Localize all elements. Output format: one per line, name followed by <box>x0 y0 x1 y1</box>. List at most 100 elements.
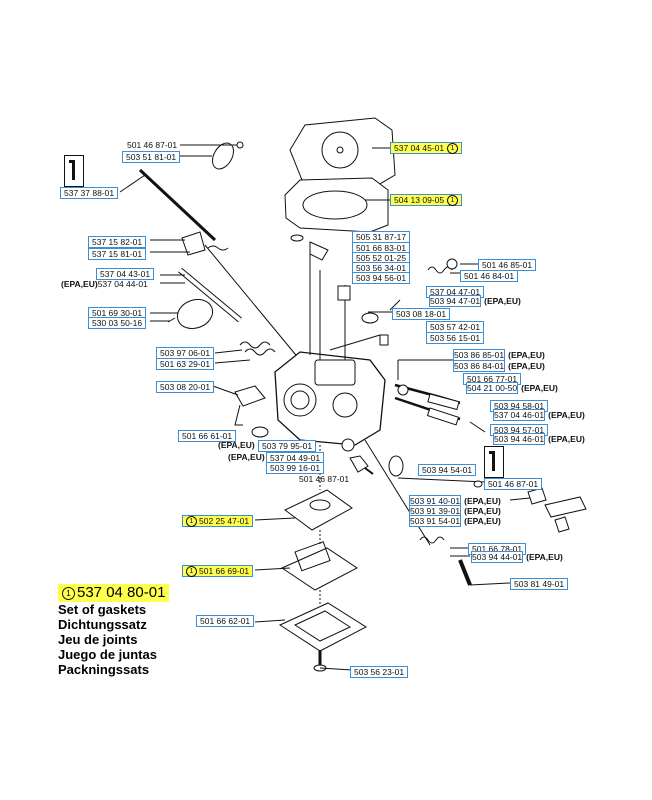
part-number: 501 66 62-01 <box>200 616 251 626</box>
part-number: 503 94 57-01 <box>494 425 545 435</box>
part-number: 537 04 44-01 <box>97 279 148 289</box>
part-label: 530 03 50-16 <box>88 317 147 329</box>
epa-eu-tag: (EPA,EU) <box>548 434 585 444</box>
epa-eu-tag: (EPA,EU) <box>526 552 563 562</box>
epa-eu-tag: (EPA,EU) <box>464 506 501 516</box>
part-label: 503 79 95-01 <box>258 440 317 452</box>
part-number: 501 46 85-01 <box>482 260 533 270</box>
part-label: 503 99 16-01 <box>266 462 325 474</box>
legend-line-en: Set of gaskets <box>58 602 147 617</box>
part-label: 501 46 84-01 <box>460 270 519 282</box>
legend-line-fr: Jeu de joints <box>58 632 138 647</box>
epa-eu-tag: (EPA,EU) <box>464 516 501 526</box>
part-number: 501 66 78-01 <box>472 544 523 554</box>
part-label: 503 57 42-01 <box>426 321 485 333</box>
pump-cover <box>280 547 358 591</box>
part-number: 503 79 95-01 <box>262 441 313 451</box>
part-label: 501 46 87-01 <box>124 140 180 150</box>
legend-kit-number: 537 04 80-01 <box>77 584 166 601</box>
gasket-kit-mark-icon: 1 <box>447 195 459 207</box>
part-number: 504 13 09-05 <box>394 195 445 205</box>
part-number: 501 46 87-01 <box>299 474 350 484</box>
part-label: 501 66 62-01 <box>196 615 255 627</box>
gasket-kit-mark-icon: 1 <box>186 516 197 528</box>
part-number: 537 15 81-01 <box>92 249 143 259</box>
part-label: 501 66 61-01 <box>178 430 237 442</box>
epa-eu-tag: (EPA,EU) <box>508 350 545 360</box>
epa-eu-tag: (EPA,EU) <box>508 361 545 371</box>
part-number: 503 56 23-01 <box>354 667 405 677</box>
part-number: 503 86 84-01 <box>453 360 506 372</box>
part-number: 501 69 30-01 <box>92 308 143 318</box>
part-number: 501 66 83-01 <box>356 243 407 253</box>
epa-eu-tag: (EPA,EU) <box>548 410 585 420</box>
part-label: 503 94 47-01(EPA,EU) <box>426 295 524 307</box>
part-label: 503 94 56-01 <box>352 272 411 284</box>
part-label: 537 15 82-01 <box>88 236 147 248</box>
part-number: 501 46 87-01 <box>127 140 178 150</box>
part-number: 501 66 77-01 <box>467 374 518 384</box>
part-label: 503 56 23-01 <box>350 666 409 678</box>
part-label: 503 94 44-01(EPA,EU) <box>468 551 566 563</box>
part-label: 537 15 81-01 <box>88 248 147 260</box>
tool-wrench-icon-top <box>64 155 84 187</box>
legend-line-es: Juego de juntas <box>58 647 157 662</box>
part-number: 503 91 54-01 <box>409 515 462 527</box>
part-number: 537 15 82-01 <box>92 237 143 247</box>
part-number: 537 04 49-01 <box>270 453 321 463</box>
part-label: 503 56 15-01 <box>426 332 485 344</box>
part-number: 537 37 88-01 <box>64 188 115 198</box>
legend-line-sv: Packningssats <box>58 662 150 677</box>
part-number: 537 04 45-01 <box>394 143 445 153</box>
part-label: 503 86 85-01(EPA,EU) <box>450 349 548 361</box>
part-label: 503 86 84-01(EPA,EU) <box>450 360 548 372</box>
part-label: 501 46 87-01 <box>484 478 543 490</box>
gasket-kit-mark-icon: 1 <box>186 566 197 578</box>
gasket-kit-mark-icon: 1 <box>62 586 75 600</box>
part-label: 503 91 40-01(EPA,EU) <box>406 495 504 507</box>
part-number: 503 91 39-01 <box>409 505 462 517</box>
part-label: (EPA,EU)537 04 44-01 <box>55 279 151 289</box>
epa-eu-tag: (EPA,EU) <box>228 452 265 462</box>
part-label: 537 04 46-01(EPA,EU) <box>490 409 588 421</box>
part-number: 537 04 47-01 <box>430 287 481 297</box>
part-label: 503 08 18-01 <box>392 308 451 320</box>
part-number: 503 94 47-01 <box>429 295 482 307</box>
epa-eu-tag: (EPA,EU) <box>464 496 501 506</box>
part-label: 504 21 00-50(EPA,EU) <box>463 382 561 394</box>
part-number: 537 04 43-01 <box>100 269 151 279</box>
part-label: (EPA,EU) <box>222 452 268 462</box>
part-number: 503 91 40-01 <box>409 495 462 507</box>
part-number: 504 21 00-50 <box>466 382 519 394</box>
part-label: 501 46 87-01 <box>296 474 352 484</box>
part-number: 503 86 85-01 <box>453 349 506 361</box>
part-label: 503 91 54-01(EPA,EU) <box>406 515 504 527</box>
carburetor-body <box>274 351 386 446</box>
legend-line-de: Dichtungssatz <box>58 617 147 632</box>
part-number: 530 03 50-16 <box>92 318 143 328</box>
epa-eu-tag: (EPA,EU) <box>61 279 98 289</box>
part-label: (EPA,EU) <box>212 440 258 450</box>
tool-wrench-icon-right <box>484 446 504 478</box>
part-label: 503 81 49-01 <box>510 578 569 590</box>
part-number: 503 08 20-01 <box>160 382 211 392</box>
part-number: 503 56 15-01 <box>430 333 481 343</box>
part-number: 503 99 16-01 <box>270 463 321 473</box>
part-number: 503 94 54-01 <box>422 465 473 475</box>
part-number: 503 94 58-01 <box>494 401 545 411</box>
part-number: 501 66 69-01 <box>199 566 250 576</box>
part-label: 537 04 43-01 <box>96 268 155 280</box>
part-label: 537 37 88-01 <box>60 187 119 199</box>
part-label: 503 94 54-01 <box>418 464 477 476</box>
part-number: 502 25 47-01 <box>199 516 250 526</box>
part-number: 503 56 34-01 <box>356 263 407 273</box>
part-number: 505 52 01-25 <box>356 253 407 263</box>
part-number: 503 81 49-01 <box>514 579 565 589</box>
